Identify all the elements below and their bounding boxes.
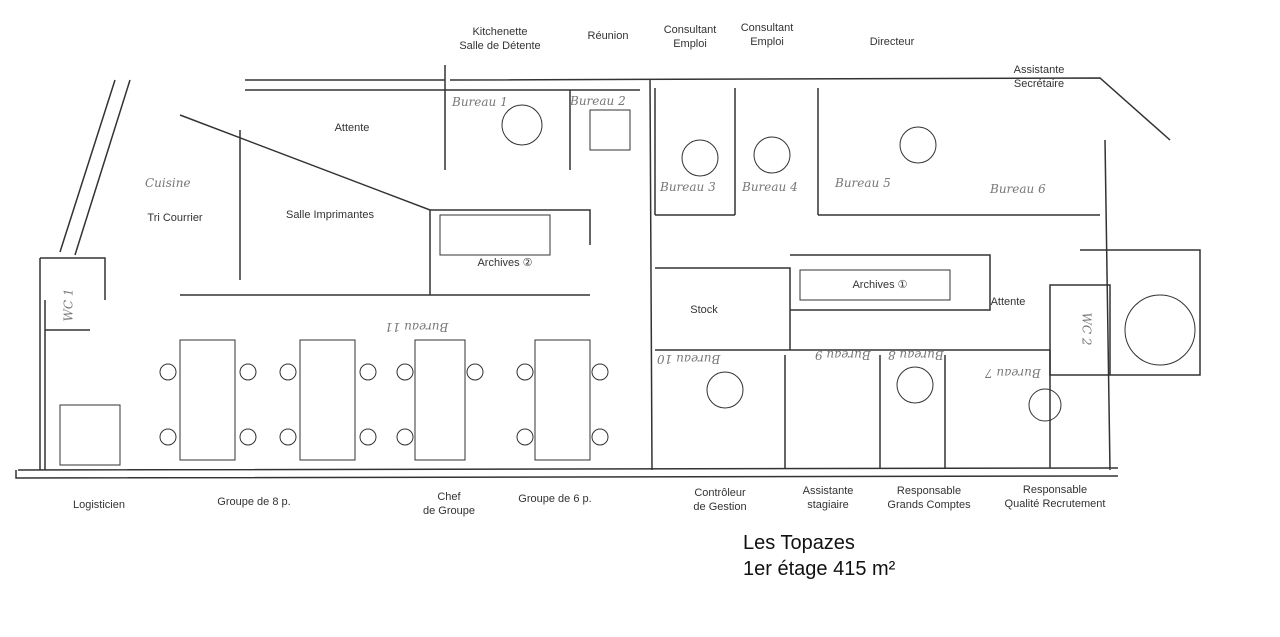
printer-room-wall [179,114,591,296]
room-label-groupe-6: Groupe de 6 p. [518,493,592,505]
room-label-tri-courrier: Tri Courrier [147,212,203,224]
desk-groups [59,104,1196,466]
room-label-line: Kitchenette [472,26,528,38]
outer-wall [15,77,1171,479]
room-label-line: stagiaire [807,499,849,511]
room-label-archives-1: Archives ① [852,279,908,291]
room-label-line: Assistante [1013,64,1065,76]
bureau-label: Bureau 11 [385,320,449,334]
room-label-directeur: Directeur [869,36,915,48]
bureau-label: Bureau 3 [660,180,716,194]
room-label-attente-1: Attente [334,122,370,134]
middle-walls [655,249,1201,376]
bureau-label: Bureau 4 [742,180,798,194]
room-label-attente-2: Attente [990,296,1026,308]
room-label-line: Emploi [750,36,784,48]
room-label-logisticien: Logisticien [73,499,125,511]
room-label-reunion: Réunion [587,30,629,42]
room-label-stock: Stock [690,304,718,316]
bureau-label: Bureau 7 [985,366,1041,380]
room-label-line: de Gestion [693,501,747,513]
room-label-line: Responsable [896,485,962,497]
room-label-line: Grands Comptes [887,499,971,511]
room-label-line: Emploi [673,38,707,50]
bureau-label: Bureau 9 [815,348,871,362]
logisticien-wall [44,300,90,470]
plan-title: Les Topazes [743,532,855,554]
room-label-line: Assistante [802,485,854,497]
bureau-label: Bureau 2 [570,94,626,108]
bureau-label: Bureau 1 [452,95,508,109]
room-label-line: de Groupe [423,505,475,517]
room-label-line: Chef [437,491,461,503]
room-label-wc-1: WC 1 [61,288,76,322]
room-label-wc-2: WC 2 [1079,312,1094,346]
bureau-label: Bureau 8 [888,348,944,362]
plan-subtitle: 1er étage 415 m² [743,558,896,580]
room-label-archives-2: Archives ② [477,257,533,269]
room-label-groupe-8: Groupe de 8 p. [217,496,291,508]
room-label-line: Salle de Détente [459,40,541,52]
lower-office-walls [784,350,1051,468]
room-label-salle-imprimantes: Salle Imprimantes [285,209,375,221]
upper-interior-walls [245,65,1100,216]
bureau-label: Bureau 10 [657,352,721,366]
room-label-line: Consultant [663,24,717,36]
bureau-label: Bureau 5 [835,176,891,190]
room-label-line: Consultant [740,22,794,34]
room-label-controleur-gestion: Contrôleur de Gestion [693,486,746,514]
room-label-cuisine: Cuisine [145,176,191,190]
room-label-assistante-stagiaire: Assistante stagiaire [803,484,854,512]
bureau-label: Bureau 6 [990,182,1046,196]
room-label-line: Contrôleur [694,487,746,499]
room-label-line: Secrétaire [1013,78,1065,90]
room-label-line: Responsable [1022,484,1088,496]
room-label-line: Qualité Recrutement [1004,498,1106,510]
room-label-chef-de-groupe: Chef de Groupe [423,490,475,518]
